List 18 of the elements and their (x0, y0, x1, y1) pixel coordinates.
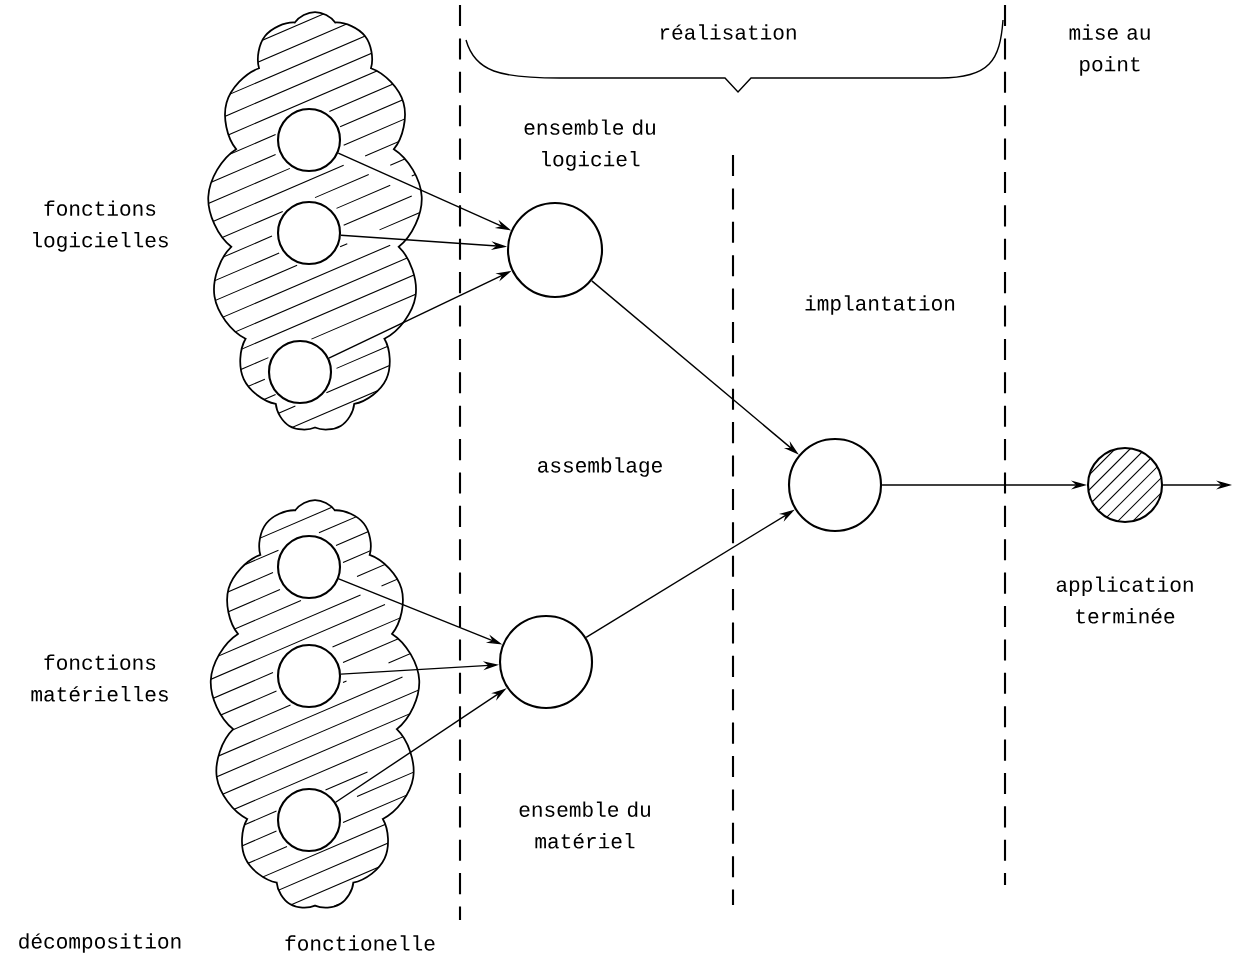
circle (276, 107, 342, 173)
phase-label: mise au point (1069, 24, 1150, 76)
phase-label: décomposition (19, 933, 181, 953)
node-label: ensemble du matériel (519, 801, 650, 849)
phase-label: implantation (805, 295, 955, 315)
phase-label: fonctionelle (285, 935, 435, 951)
circle (787, 437, 883, 533)
circle (276, 534, 342, 600)
node-label: ensemble du logiciel (524, 119, 655, 171)
circle (276, 643, 342, 709)
phase-label: réalisation (660, 24, 796, 40)
node-label: application terminée (1056, 576, 1193, 624)
side-label: fonctions logicielles (33, 200, 168, 252)
circle (276, 200, 342, 266)
circle (276, 787, 342, 853)
side-label: fonctions matérielles (31, 654, 168, 702)
phase-label: assemblage (538, 457, 662, 477)
circle (267, 339, 333, 405)
